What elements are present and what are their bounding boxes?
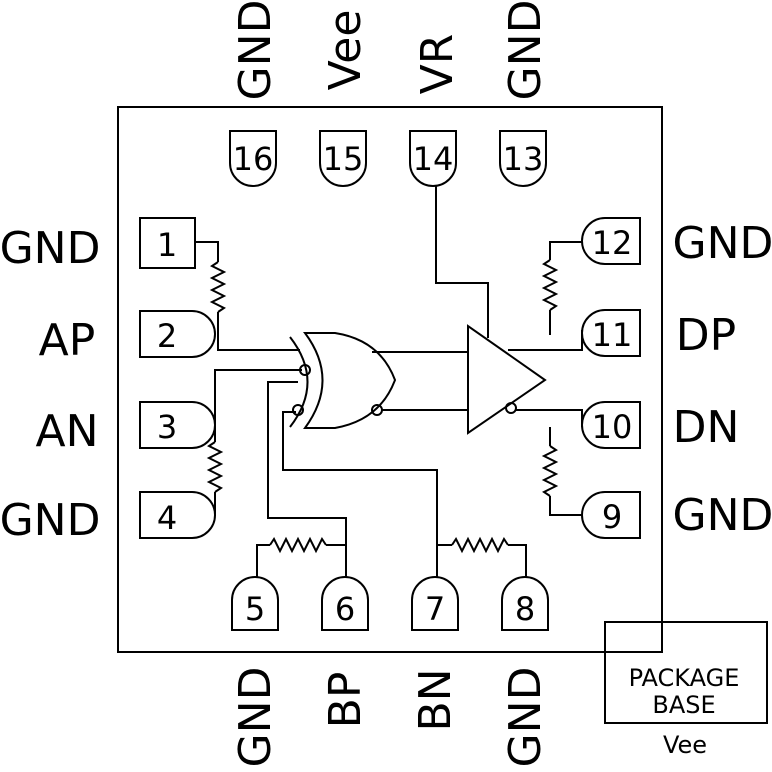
pin-number: 2 [157,317,177,355]
pin-8: 8 GND [500,576,551,768]
resistor-an [206,441,224,493]
pin-10: 10 DN [581,401,740,453]
output-buffer [467,324,547,435]
package-base-label-line2: BASE [652,691,715,719]
pin-number: 14 [413,140,454,178]
pin-11: 11 DP [581,309,736,361]
pin-label: GND [673,218,772,269]
pin-5: 5 GND [230,576,281,768]
pin-number: 13 [503,140,544,178]
pin-label: GND [230,0,281,100]
pin-16: 16 GND [229,0,281,187]
pin-7: 7 BN [410,576,461,732]
pin-1: 1 GND [0,217,196,274]
pin-number: 5 [245,590,265,628]
pin-number: 16 [233,140,274,178]
buffer-output-inversion-bubble [505,402,517,414]
pin-label: GND [230,667,281,768]
pin-number: 9 [602,498,622,536]
package-base-supply-label: Vee [663,731,707,759]
pin-12: 12 GND [581,217,772,269]
pin-label: VR [412,34,463,95]
package-base-box [604,621,768,724]
chip-body [117,106,663,653]
pin-label: GND [500,0,551,100]
pin-number: 8 [515,590,535,628]
pin-label: GND [500,667,551,768]
pin-number: 11 [592,316,633,354]
pin-6: 6 BP [320,576,371,729]
pin-number: 6 [335,590,355,628]
pin-label: Vee [320,10,371,91]
pin-3: 3 AN [35,401,216,457]
resistor-dp [541,259,559,311]
xor-input-inversion-bubble [292,404,304,416]
pin-label: GND [0,223,100,274]
resistor-ap [209,261,227,313]
pin-number: 3 [157,408,177,446]
resistor-dn [541,445,559,497]
package-base-label-line1: PACKAGE [629,664,740,692]
resistor-bp [269,536,327,554]
pin-label: GND [673,490,772,541]
pin-label: BN [410,668,461,731]
xor-input-inversion-bubble [299,364,311,376]
internal-wiring [195,185,583,578]
xor-gate [289,332,397,429]
pin-14: 14 VR [409,34,463,187]
resistor-bn [451,536,509,554]
pin-2: 2 AP [39,310,216,366]
pin-number: 15 [323,140,364,178]
pin-number: 4 [157,499,177,537]
xor-output-inversion-bubble [371,404,383,416]
pin-number: 12 [592,224,633,262]
pin-number: 7 [425,590,445,628]
pin-label: AP [39,315,96,366]
pin-13: 13 GND [499,0,551,187]
pin-label: AN [35,406,98,457]
pin-label: DP [676,310,736,361]
pin-15: 15 Vee [319,10,371,187]
pin-number: 1 [157,226,177,264]
pin-4: 4 GND [0,491,216,546]
pin-label: DN [673,402,740,453]
pin-number: 10 [592,408,633,446]
pin-9: 9 GND [581,490,772,541]
pin-label: GND [0,495,100,546]
pin-label: BP [320,672,371,729]
